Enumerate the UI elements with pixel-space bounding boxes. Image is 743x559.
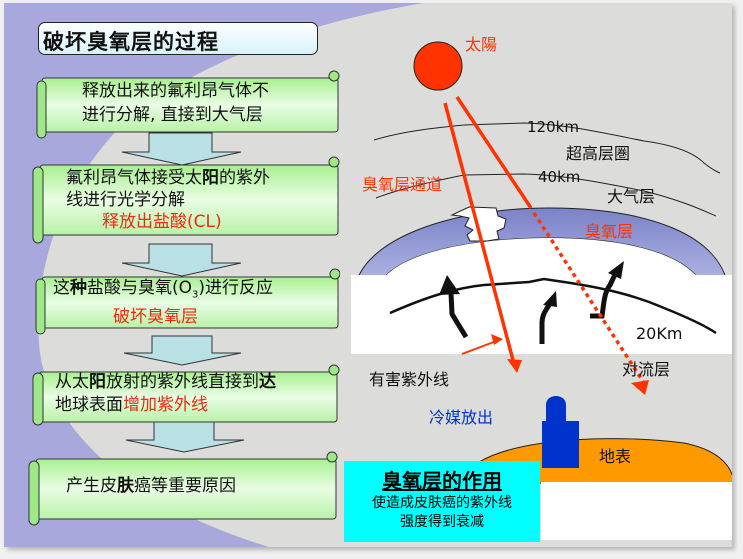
down-arrow-icon — [121, 243, 242, 277]
scroll-shape — [36, 70, 340, 139]
step-3-highlight: 破坏臭氧层 — [113, 307, 198, 328]
step-scroll-1: 释放出来的氟利昂气体不 进行分解, 直接到大气层 — [34, 69, 340, 141]
step-1-line-1: 释放出来的氟利昂气体不 — [82, 81, 269, 101]
down-arrow-icon — [123, 335, 242, 366]
step-scroll-3: 这种盐酸与臭氧(O3)进行反应 破坏臭氧层 — [33, 267, 340, 338]
ozone-role-line-2: 强度得到衰减 — [400, 514, 484, 530]
ground-label: 地表 — [599, 447, 632, 466]
thermosphere-label: 超高层圏 — [566, 144, 631, 163]
altitude-20-label: 20Km — [636, 324, 683, 343]
sun-label: 太陽 — [465, 35, 498, 54]
step-3-line-1: 这种盐酸与臭氧(O3)进行反应 — [53, 278, 274, 301]
slide-canvas: 破坏臭氧层的过程 释放出来的氟利昂气体不 进行分解, 直接到大气层 — [4, 3, 732, 547]
down-arrow-icon — [121, 132, 242, 166]
altitude-120-label: 120km — [527, 118, 579, 136]
step-2-highlight: 释放出盐酸(CL) — [102, 212, 222, 232]
step-2-line-1: 氟利昂气体接受太阳的紫外 — [66, 168, 270, 188]
ozone-role-heading: 臭氧层的作用 — [382, 469, 502, 493]
step-scroll-5: 产生皮肤癌等重要原因 — [26, 450, 338, 528]
ozone-role-box: 臭氧层的作用 使造成皮肤癌的紫外线 强度得到衰减 — [344, 461, 540, 542]
step-4-line-1: 从太阳放射的紫外线直接到达 — [55, 372, 276, 392]
step-scroll-2: 氟利昂气体接受太阳的紫外 线进行光学分解 释放出盐酸(CL) — [30, 155, 340, 246]
slide-title: 破坏臭氧层的过程 — [43, 30, 219, 54]
ozone-hole-label: 臭氧层通道 — [362, 175, 443, 194]
step-2-line-2: 线进行光学分解 — [66, 190, 185, 210]
flow-arrows — [121, 132, 245, 453]
refrigerant-label: 冷媒放出 — [429, 408, 494, 427]
step-scroll-4: 从太阳放射的紫外线直接到达 地球表面增加紫外线 — [30, 363, 340, 429]
ozone-role-line-1: 使造成皮肤癌的紫外线 — [372, 495, 512, 511]
ozone-layer-label: 臭氧层 — [585, 222, 634, 241]
altitude-40-label: 40km — [538, 168, 581, 186]
step-4-line-2: 地球表面增加紫外线 — [55, 395, 208, 415]
step-5-line-1: 产生皮肤癌等重要原因 — [66, 476, 236, 496]
harmful-uv-label: 有害紫外线 — [369, 370, 450, 389]
background-diagram — [4, 3, 732, 547]
title-box: 破坏臭氧层的过程 — [38, 22, 318, 55]
troposphere-label: 对流层 — [622, 360, 671, 379]
atmosphere-label: 大气层 — [607, 187, 656, 206]
step-1-line-2: 进行分解, 直接到大气层 — [82, 105, 263, 125]
down-arrow-icon — [125, 421, 245, 453]
